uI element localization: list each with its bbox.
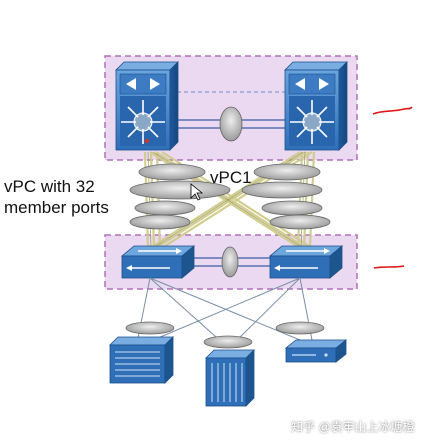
blade-server-icon[interactable] [109, 336, 174, 384]
core-switch-left[interactable] [115, 61, 179, 151]
server-rack-icon[interactable] [205, 349, 255, 407]
access-switch-right[interactable] [268, 245, 344, 279]
port-channel-ellipses [129, 163, 331, 230]
core-peer-link [177, 91, 285, 142]
annotation-mark-top [372, 106, 413, 115]
access-switch-left[interactable] [120, 245, 196, 279]
core-switch-right[interactable] [284, 61, 348, 151]
mouse-cursor-icon [190, 183, 204, 201]
title-line-1: vPC with 32 [4, 177, 95, 196]
server-downlinks [137, 277, 313, 346]
vpc-member-ports-label: vPC with 32 member ports [4, 176, 144, 218]
vpc1-label: vPC1 [210, 168, 252, 187]
watermark: 知乎 @袁牢山上冰塘橙 [291, 420, 415, 434]
title-line-2: member ports [4, 198, 109, 217]
appliance-icon[interactable] [284, 339, 348, 363]
annotation-mark-bottom [373, 265, 405, 269]
access-peer-link [190, 246, 272, 278]
